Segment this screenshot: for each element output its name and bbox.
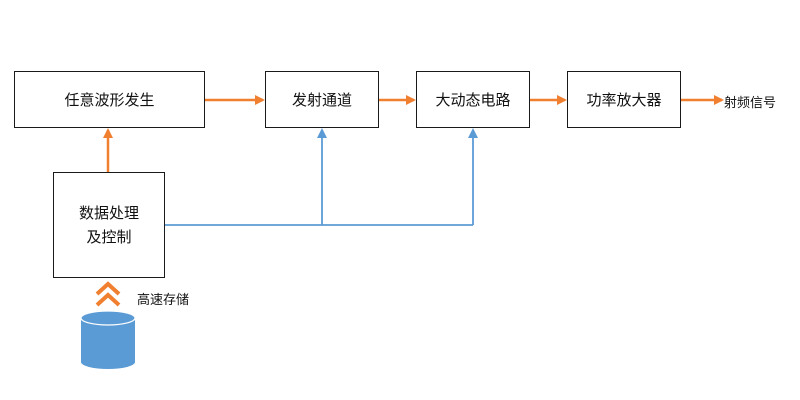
power-amp-block: 功率放大器 [567, 71, 681, 128]
awg-label: 任意波形发生 [64, 90, 155, 109]
database-cylinder-icon [80, 310, 136, 369]
storage-label: 高速存储 [137, 293, 190, 308]
rf-output-label: 射频信号 [724, 96, 777, 111]
data-processing-block: 数据处理 及控制 [53, 172, 165, 278]
dynamic-range-label: 大动态电路 [435, 90, 511, 109]
data-processing-label-line1: 数据处理 [78, 204, 139, 222]
power-amp-label: 功率放大器 [586, 90, 662, 109]
tx-channel-label: 发射通道 [291, 90, 352, 109]
dynamic-range-block: 大动态电路 [416, 71, 530, 128]
awg-block: 任意波形发生 [14, 71, 205, 128]
tx-channel-block: 发射通道 [265, 71, 379, 128]
data-processing-label-line2: 及控制 [86, 228, 132, 246]
double-chevron-up-icon [95, 281, 121, 307]
